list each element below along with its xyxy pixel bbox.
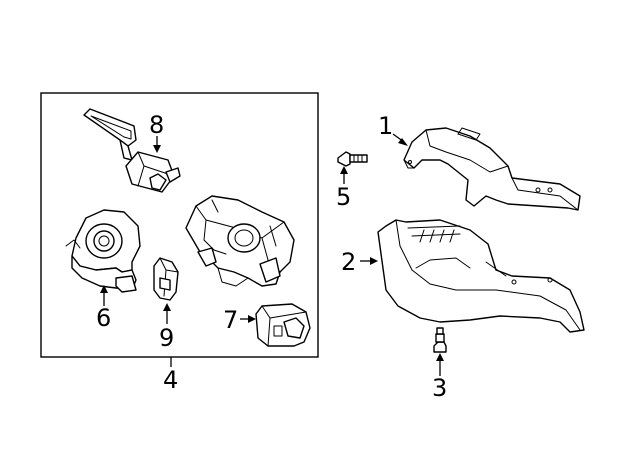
callout-6: 6 — [96, 304, 111, 332]
part-6-clockspring — [65, 209, 141, 293]
callout-2: 2 — [341, 248, 356, 276]
leader-lines — [100, 133, 444, 376]
part-2-lower-shroud — [377, 219, 585, 333]
callout-5: 5 — [336, 183, 351, 211]
callout-1: 1 — [378, 112, 393, 140]
part-9-connector — [153, 257, 179, 301]
switch-housing — [185, 195, 295, 287]
callout-7: 7 — [223, 306, 238, 334]
callout-8: 8 — [149, 111, 164, 139]
callout-9: 9 — [159, 324, 174, 352]
part-8-switch-lever — [83, 108, 181, 193]
part-1-upper-shroud — [403, 127, 581, 211]
callout-4: 4 — [163, 366, 178, 394]
part-7-lock-module — [255, 303, 311, 347]
part-3-bolt — [433, 327, 447, 353]
part-5-screw — [337, 151, 368, 167]
callout-3: 3 — [432, 374, 447, 402]
